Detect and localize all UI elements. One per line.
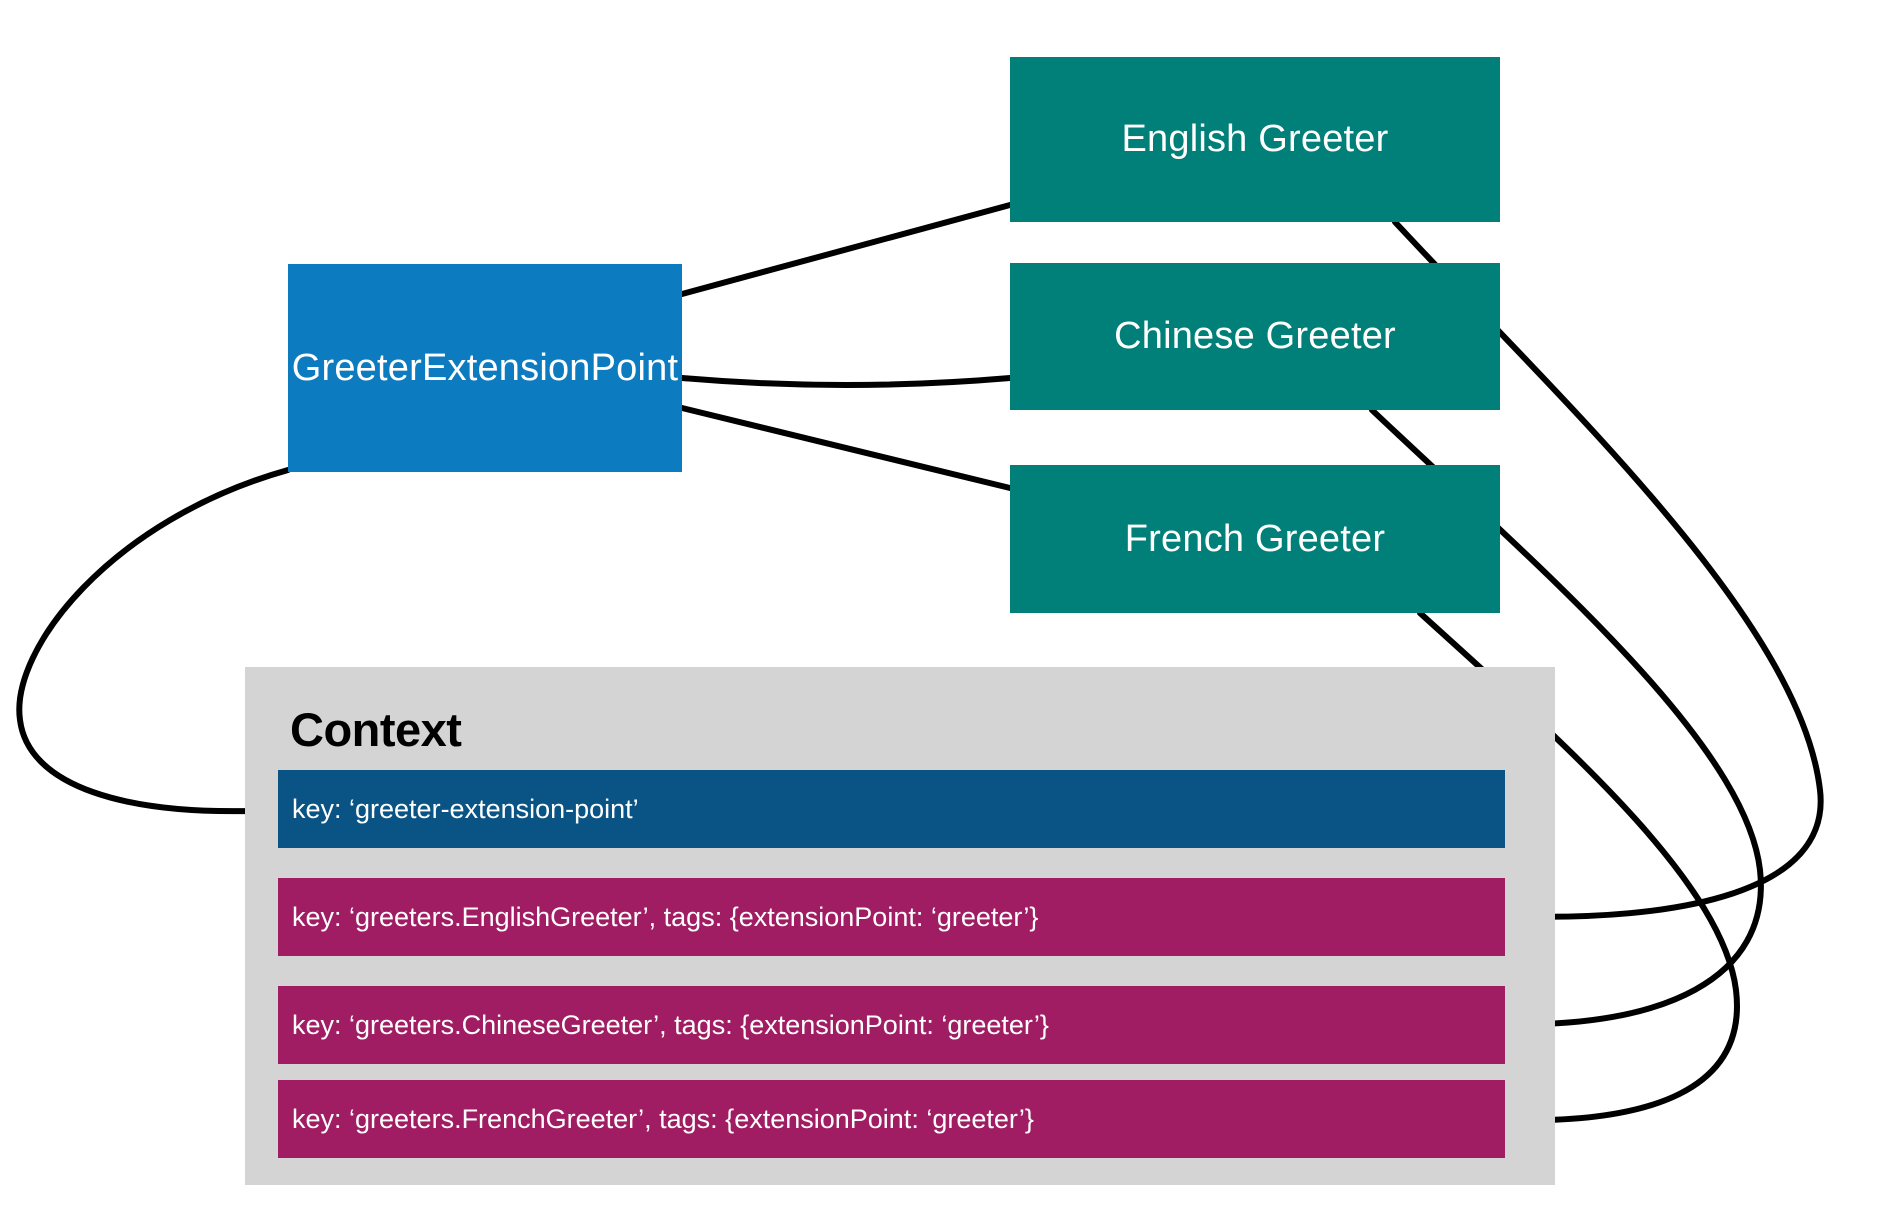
connector-extpoint-to-english-greeter: [679, 202, 1013, 297]
node-chinese-greeter[interactable]: Chinese Greeter: [1010, 263, 1500, 410]
context-entry-french-greeter[interactable]: key: ‘greeters.FrenchGreeter’, tags: {ex…: [278, 1080, 1505, 1158]
node-french-greeter-label: French Greeter: [1124, 517, 1386, 560]
context-entry-english-greeter[interactable]: key: ‘greeters.EnglishGreeter’, tags: {e…: [278, 878, 1505, 956]
connector-extpoint-to-french-greeter: [679, 405, 1013, 491]
context-entry-text: key: ‘greeters.ChineseGreeter’, tags: {e…: [292, 1009, 1049, 1040]
context-entry-extension-point[interactable]: key: ‘greeter-extension-point’: [278, 770, 1505, 848]
context-entry-chinese-greeter[interactable]: key: ‘greeters.ChineseGreeter’, tags: {e…: [278, 986, 1505, 1064]
node-english-greeter[interactable]: English Greeter: [1010, 57, 1500, 222]
node-french-greeter[interactable]: French Greeter: [1010, 465, 1500, 613]
context-panel-title: Context: [290, 703, 462, 756]
node-extension-point-label: GreeterExtensionPoint: [291, 346, 679, 389]
connector-extpoint-to-chinese-greeter: [679, 375, 1013, 388]
node-greeter-extension-point[interactable]: GreeterExtensionPoint: [288, 264, 682, 472]
node-english-greeter-label: English Greeter: [1121, 118, 1389, 160]
context-entry-text: key: ‘greeters.EnglishGreeter’, tags: {e…: [292, 901, 1039, 932]
context-entry-text: key: ‘greeter-extension-point’: [292, 793, 639, 824]
context-entry-text: key: ‘greeters.FrenchGreeter’, tags: {ex…: [292, 1103, 1034, 1134]
node-chinese-greeter-label: Chinese Greeter: [1114, 315, 1396, 357]
